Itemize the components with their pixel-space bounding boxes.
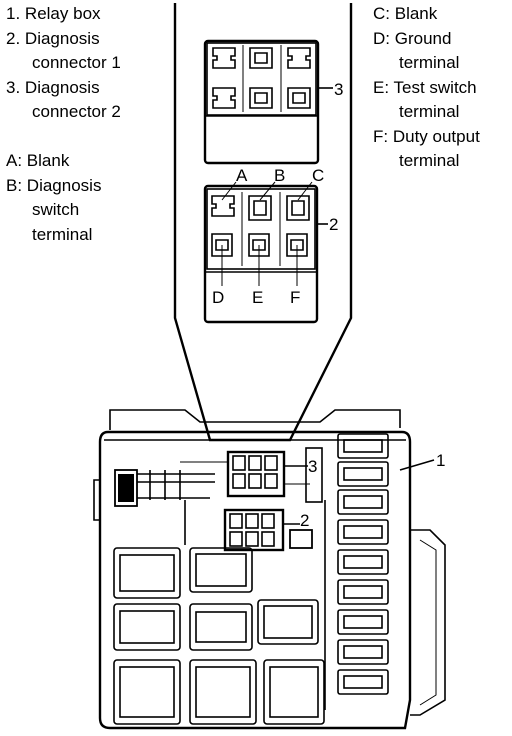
legend-item-a: A: Blank [6, 151, 70, 170]
legend-item-e: E: Test switch [373, 77, 477, 97]
legend-item-diag-connector-2: 3. Diagnosis [6, 77, 100, 97]
legend-item-d-cont: terminal [399, 53, 460, 72]
leader-1 [399, 459, 435, 471]
relay-box: 3 2 [93, 409, 446, 730]
fuse-column [337, 433, 389, 695]
label-f: F [290, 288, 300, 307]
legend-item-f-cont: terminal [399, 151, 460, 170]
legend-item-f: F: Duty output [373, 126, 480, 146]
legend-item-c: C: Blank [373, 4, 438, 23]
connector-1-pins [211, 192, 310, 266]
leader-a [221, 181, 237, 201]
label-c: C [312, 166, 324, 185]
connector-2-magnified [203, 39, 333, 165]
legend-item-e-cont: terminal [399, 102, 460, 121]
connector-2-pins [212, 45, 311, 112]
connector-2-in-box [180, 450, 310, 498]
callout-3-top: 3 [334, 80, 343, 99]
label-b: B [274, 166, 285, 185]
label-d: D [212, 288, 224, 307]
legend-item-diag-connector-1-cont: connector 1 [32, 53, 121, 72]
label-a: A [236, 166, 248, 185]
callout-1: 1 [436, 451, 445, 470]
legend-item-d: D: Ground [373, 28, 452, 48]
legend-numbered: 1. Relay box 2. Diagnosis connector 1 3.… [6, 2, 121, 125]
leader-b [259, 181, 276, 201]
relays [113, 547, 325, 725]
legend-item-b: B: Diagnosis [6, 175, 102, 195]
legend-item-diag-connector-1: 2. Diagnosis [6, 28, 100, 48]
legend-item-relay-box: 1. Relay box [6, 4, 101, 23]
legend-item-diag-connector-2-cont: connector 2 [32, 102, 121, 121]
callout-2-bottom: 2 [300, 511, 309, 530]
leader-c [297, 181, 313, 201]
callout-2-top: 2 [329, 215, 338, 234]
pin-e [248, 233, 270, 257]
pin-d [211, 233, 233, 257]
pin-a [211, 195, 235, 217]
legend-terminals-right: C: Blank D: Ground terminal E: Test swit… [373, 2, 480, 174]
connector-1-magnified [203, 181, 328, 324]
callout-3-bottom: 3 [308, 457, 317, 476]
connector-1-in-box [223, 508, 313, 552]
pin-f [286, 233, 308, 257]
legend-terminals-left: A: Blank B: Diagnosis switch terminal [6, 149, 101, 247]
label-e: E [252, 288, 263, 307]
legend-item-b-cont: switch [32, 200, 80, 219]
legend-item-b-cont2: terminal [32, 224, 93, 244]
